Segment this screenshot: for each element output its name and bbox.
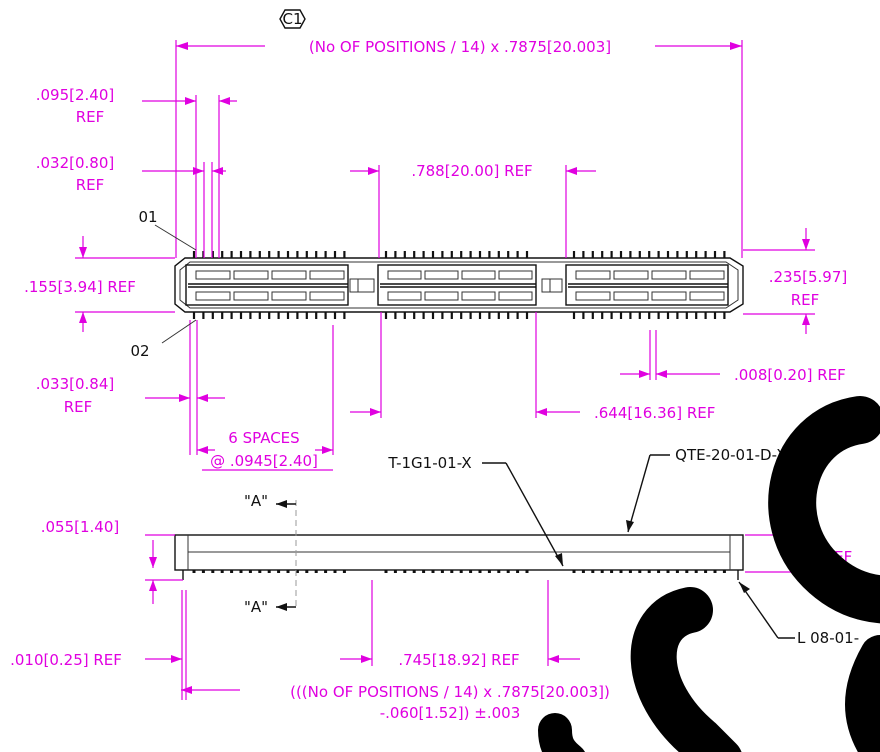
connector-outline-top [174,257,744,313]
dimension-text: (No OF POSITIONS / 14) x .7875[20.003] .… [10,38,852,722]
label-part-t1g1: T-1G1-01-X [387,454,471,472]
label-part-lower-right: L 08-01- [797,629,859,647]
block-details [188,270,728,301]
bottom-pin-row [192,312,726,319]
dim-height-right-suffix: REF [791,291,820,309]
watermark-strokes [538,396,880,752]
dim-bottom-line1: (((No OF POSITIONS / 14) x .7875[20.003]… [290,683,610,701]
dim-pin-width-suffix: REF [76,176,105,194]
revision-tag: C1 [279,9,306,29]
dim-height-right: .235[5.97] [769,268,848,286]
section-a-markers [276,500,297,611]
dim-spaces-line2: @ .0945[2.40] [210,452,318,470]
dim-tail-gap: .008[0.20] REF [734,366,846,384]
top-view [174,251,744,319]
dim-tail-offset-suffix: REF [64,398,93,416]
pin-block-3 [565,264,729,306]
revision-tag-text: C1 [282,10,302,28]
top-pin-row [192,251,726,258]
pin-block-1 [185,264,349,306]
label-pos-01: 01 [138,208,157,226]
label-pos-02: 02 [130,342,149,360]
dim-spaces-line1: 6 SPACES [228,429,299,447]
leader-lines [154,224,795,639]
pin-block-2 [377,264,537,306]
label-part-qte: QTE-20-01-D-XX [675,446,797,464]
dimension-lines [75,40,815,700]
label-section-a-top: "A" [244,492,268,510]
dim-bottom-745: .745[18.92] REF [398,651,519,669]
dim-overall: (No OF POSITIONS / 14) x .7875[20.003] [309,38,611,56]
part-labels: 01 02 "A" "A" T-1G1-01-X QTE-20-01-D-XX … [130,208,859,647]
dim-center-span: .788[20.00] REF [411,162,532,180]
dim-gap-644: .644[16.36] REF [594,404,715,422]
label-section-a-bottom: "A" [244,598,268,616]
dim-height-top: .155[3.94] REF [24,278,136,296]
dim-pin-width: .032[0.80] [36,154,115,172]
dim-pitch-ref-suffix: REF [76,108,105,126]
side-view [174,534,744,580]
connector-outline-side [174,534,744,571]
side-pin-row [192,570,726,573]
dim-bottom-line2: -.060[1.52]) ±.003 [380,704,521,722]
dim-side-010: .010[0.25] REF [10,651,122,669]
dim-pitch-ref: .095[2.40] [36,86,115,104]
dim-tail-offset: .033[0.84] [36,375,115,393]
dim-side-055: .055[1.40] [41,518,120,536]
